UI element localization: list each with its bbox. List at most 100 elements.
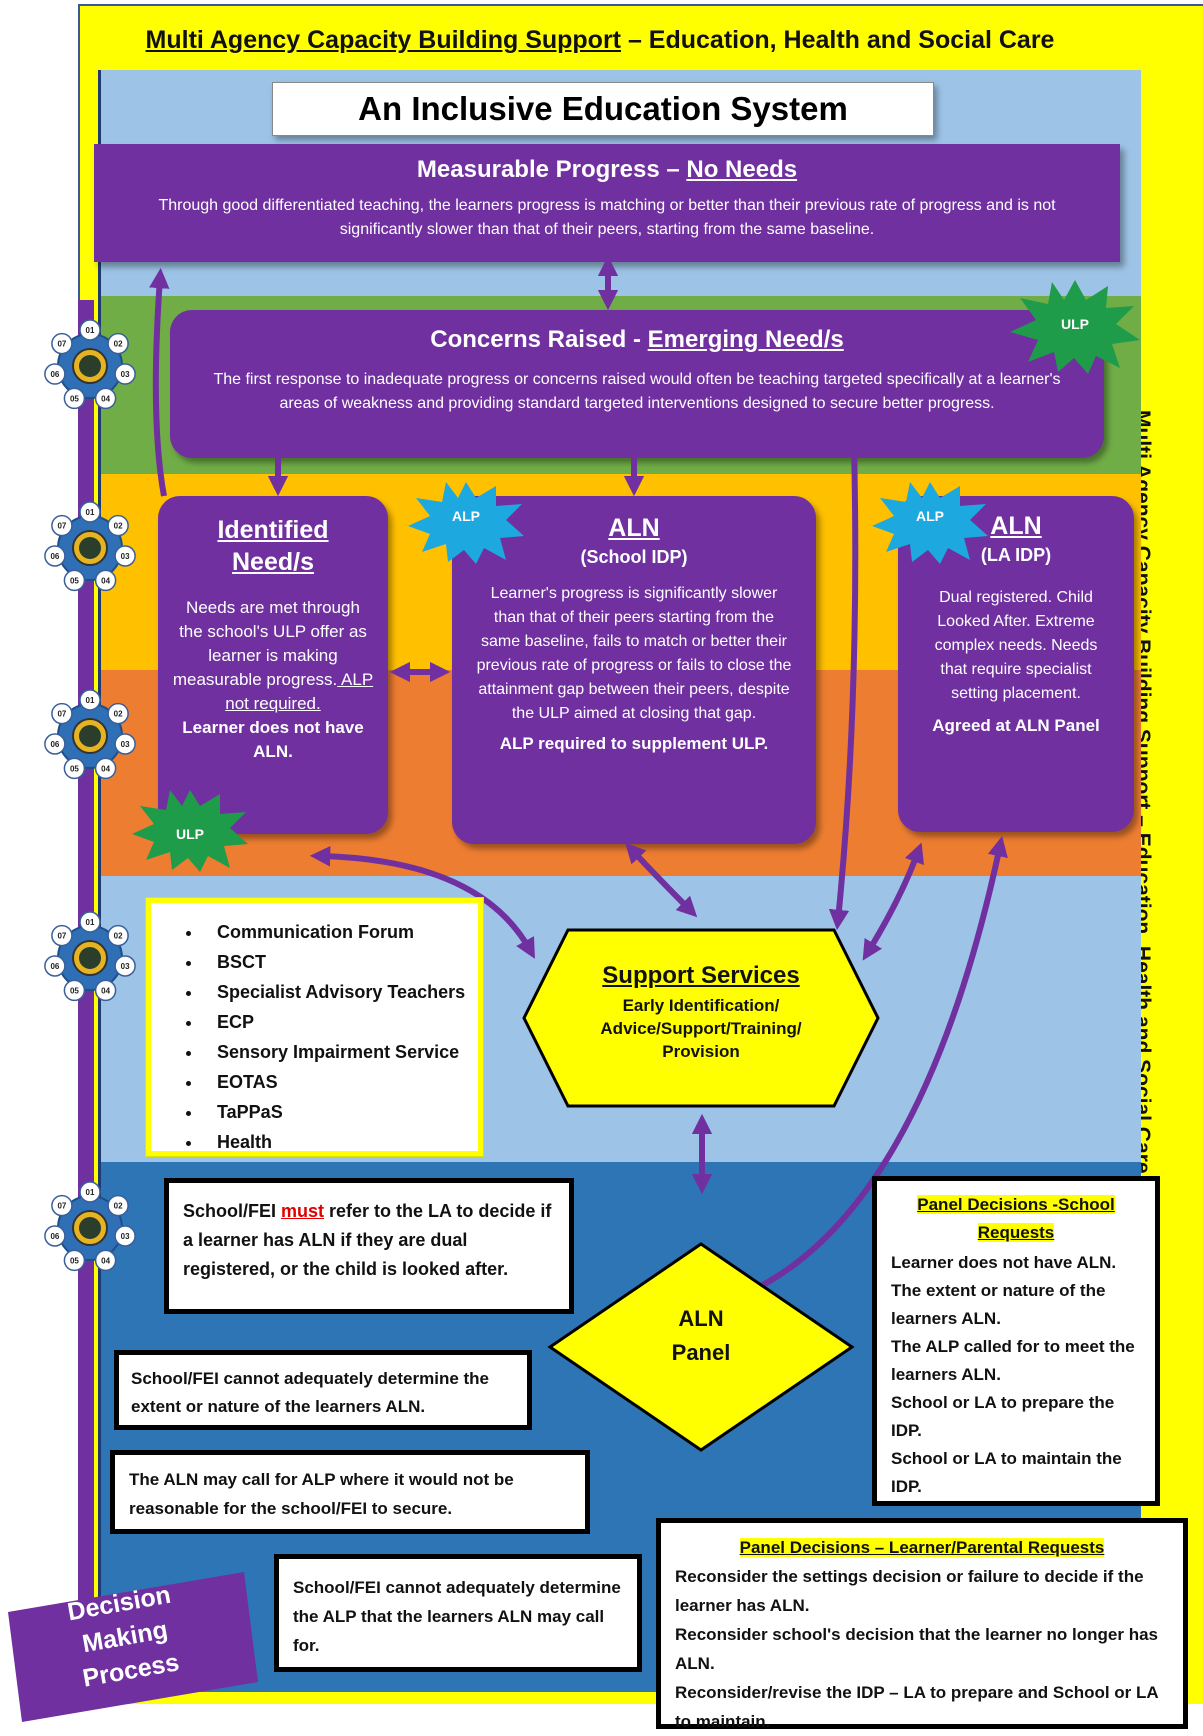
aln-school-body: Learner's progress is significantly slow… [476,585,792,722]
list-item: School or LA to prepare the IDP. [891,1393,1115,1440]
aln-panel-line2: Panel [671,1340,731,1365]
ulp-star-badge-bottom [132,790,248,872]
list-item: Health [203,1127,478,1157]
identified-needs-box: Identified Need/s Needs are met through … [158,496,388,834]
wheel-step-label: 05 [70,394,79,403]
concerns-body: The first response to inadequate progres… [213,371,1061,412]
extent-box: School/FEI cannot adequately determine t… [114,1350,532,1430]
list-item: Sensory Impairment Service [203,1037,478,1067]
wheel-step-label: 06 [50,370,59,379]
wheel-step-label: 01 [86,918,95,927]
measurable-title: Measurable Progress – No Needs [416,156,798,183]
alp-badge-label-la: ALP [916,508,944,524]
decision-making-process-tag [8,1572,258,1722]
alp-reasonable-box: The ALN may call for ALP where it would … [110,1450,590,1534]
wheel-step-label: 05 [70,986,79,995]
wheel-step-label: 05 [70,576,79,585]
aln-school-note: ALP required to supplement ULP. [499,734,769,753]
wheel-step-label: 05 [70,764,79,773]
wheel-step-label: 01 [86,1188,95,1197]
identified-title: Identified Need/s [217,516,329,576]
list-item: Reconsider the settings decision or fail… [675,1567,1144,1615]
identified-body: Needs are met through the school's ULP o… [172,598,374,761]
services-list: Communication Forum BSCT Specialist Advi… [151,917,478,1157]
wheel-step-label: 04 [101,1256,110,1265]
wheel-step-label: 02 [114,932,123,941]
wheel-step-label: 03 [121,552,130,561]
wheel-step-label: 05 [70,1256,79,1265]
support-services-title: Support Services [602,962,800,989]
wheel-step-label: 01 [86,508,95,517]
process-wheel-icon: 01 02 03 04 05 06 07 [44,911,136,1002]
wheel-step-label: 03 [121,740,130,749]
wheel-step-label: 02 [114,1202,123,1211]
list-item: The ALP called for to meet the learners … [891,1337,1135,1384]
determine-alp-box: School/FEI cannot adequately determine t… [274,1554,642,1672]
wheel-step-label: 07 [57,1202,66,1211]
panel-learner-title: Panel Decisions – Learner/Parental Reque… [739,1538,1105,1557]
aln-la-title: ALN [990,512,1042,540]
wheel-step-label: 03 [121,370,130,379]
list-item: TaPPaS [203,1097,478,1127]
top-title: Multi Agency Capacity Building Support –… [145,26,1055,54]
aln-panel-line1: ALN [678,1306,724,1331]
list-item: School or LA to maintain the IDP. [891,1449,1122,1496]
wheel-step-label: 04 [101,394,110,403]
wheel-step-label: 07 [57,932,66,941]
aln-la-note: Agreed at ALN Panel [932,716,1100,735]
ulp-badge-label-bottom: ULP [176,826,204,842]
alp-star-badge-la [872,482,988,564]
page-title: An Inclusive Education System [272,82,934,136]
aln-school-title: ALN [608,514,660,542]
wheel-step-label: 04 [101,986,110,995]
wheel-step-label: 06 [50,962,59,971]
support-services-label: Support Services Early Identification/ A… [560,962,842,1063]
concerns-box: Concerns Raised - Emerging Need/s The fi… [170,310,1104,458]
aln-panel-label: ALN Panel [626,1302,776,1370]
list-item: Communication Forum [203,917,478,947]
must-keyword: must [281,1201,325,1221]
wheel-step-label: 04 [101,576,110,585]
list-item: EOTAS [203,1067,478,1097]
alp-badge-label-school: ALP [452,508,480,524]
wheel-step-label: 03 [121,962,130,971]
panel-decisions-school-box: Panel Decisions -School Requests Learner… [872,1176,1160,1506]
must-refer-box: School/FEI must refer to the LA to decid… [164,1178,574,1314]
wheel-step-label: 07 [57,340,66,349]
wheel-step-label: 04 [101,764,110,773]
support-services-hexagon [522,928,880,1108]
measurable-body: Through good differentiated teaching, th… [158,197,1056,238]
list-item: BSCT [203,947,478,977]
aln-school-subtitle: (School IDP) [580,547,688,567]
wheel-step-label: 01 [86,696,95,705]
panel-decisions-learner-box: Panel Decisions – Learner/Parental Reque… [656,1518,1188,1731]
wheel-step-label: 07 [57,522,66,531]
wheel-step-label: 06 [50,740,59,749]
aln-school-idp-box: ALN (School IDP) Learner's progress is s… [452,496,816,844]
wheel-step-label: 02 [114,340,123,349]
concerns-title: Concerns Raised - Emerging Need/s [430,326,844,353]
alp-star-badge-school [408,482,524,564]
list-item: Reconsider school's decision that the le… [675,1625,1158,1673]
wheel-step-label: 07 [57,710,66,719]
wheel-step-label: 03 [121,1232,130,1241]
inner-border [98,70,1141,1692]
wheel-step-label: 02 [114,522,123,531]
list-item: Reconsider/revise the IDP – LA to prepar… [675,1683,1159,1731]
aln-panel-diamond [547,1242,855,1452]
aln-la-body: Dual registered. Child Looked After. Ext… [934,589,1098,702]
support-services-body: Early Identification/ Advice/Support/Tra… [600,996,802,1061]
list-item: The extent or nature of the learners ALN… [891,1281,1106,1328]
wheel-step-label: 06 [50,552,59,561]
measurable-progress-box: Measurable Progress – No Needs Through g… [94,144,1120,262]
ulp-badge-label-top: ULP [1061,316,1089,332]
process-wheel-icon: 01 02 03 04 05 06 07 [44,1181,136,1272]
ulp-star-badge-top [1010,280,1140,374]
aln-la-subtitle: (LA IDP) [980,545,1052,565]
services-list-box: Communication Forum BSCT Specialist Advi… [145,897,484,1157]
process-wheel-icon: 01 02 03 04 05 06 07 [44,501,136,592]
list-item: ECP [203,1007,478,1037]
wheel-step-label: 06 [50,1232,59,1241]
